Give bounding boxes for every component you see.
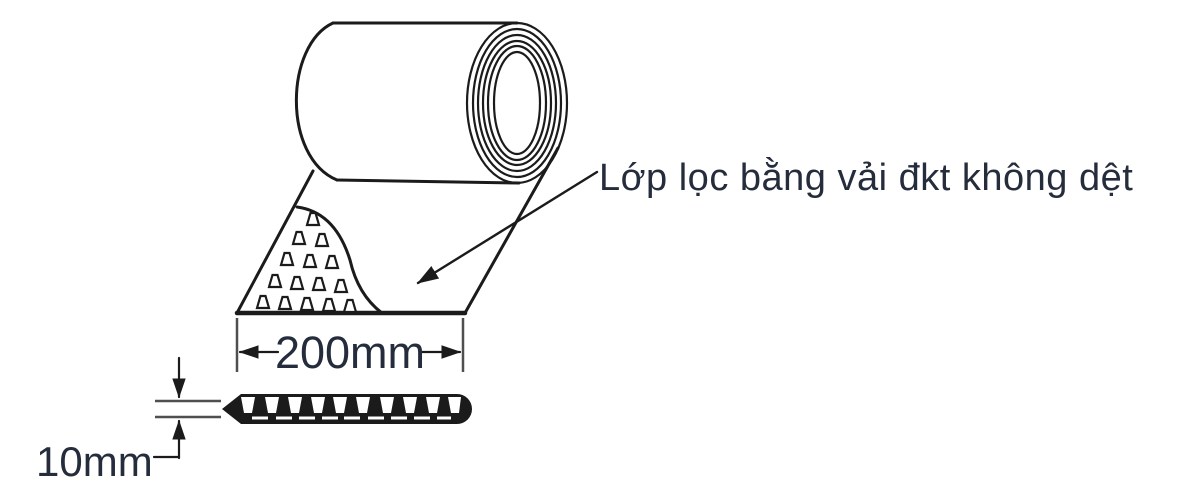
texture-dimples	[255, 211, 358, 314]
width-dimension: 200mm	[235, 318, 465, 378]
roll-end-rings	[465, 21, 569, 185]
fabric-roll	[295, 21, 569, 185]
roll-bottom-edge	[335, 178, 521, 185]
strip-bottom-slits	[252, 416, 451, 420]
roll-left-end-arc	[295, 21, 339, 182]
filter-layer-label: Lớp lọc bằng vải đkt không dệt	[599, 156, 1133, 199]
label-leader-arrow	[416, 170, 599, 285]
thickness-dimension-label: 10mm	[36, 438, 153, 485]
unrolled-sheet	[234, 146, 560, 316]
width-dimension-label: 200mm	[275, 327, 425, 378]
cross-section-strip	[222, 394, 472, 424]
sheet-right-edge	[463, 146, 560, 315]
thickness-dimension: 10mm	[36, 356, 221, 485]
strip-notches	[241, 397, 461, 413]
sheet-left-edge	[235, 169, 315, 315]
